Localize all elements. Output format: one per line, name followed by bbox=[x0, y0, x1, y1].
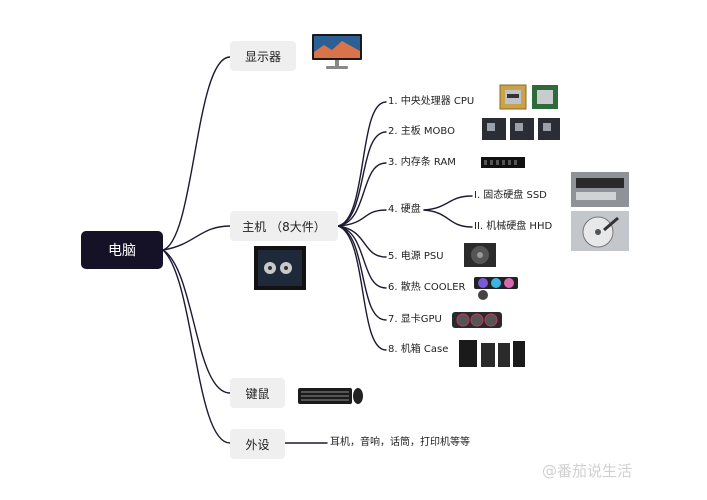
cooler-icon bbox=[474, 277, 518, 300]
cases-icon bbox=[459, 340, 525, 367]
component-gpu: 7. 显卡GPU bbox=[388, 314, 442, 325]
disk-hdd: II. 机械硬盘 HHD bbox=[474, 221, 553, 232]
branch-monitor: 显示器 bbox=[230, 41, 296, 71]
disk-ssd: I. 固态硬盘 SSD bbox=[474, 190, 547, 201]
monitor-icon bbox=[312, 34, 362, 69]
watermark: @番茄说生活 bbox=[542, 462, 633, 480]
component-psu: 5. 电源 PSU bbox=[388, 251, 444, 262]
cpu-icon bbox=[499, 84, 558, 110]
psu-icon bbox=[464, 243, 496, 267]
branch-peripherals: 外设 bbox=[230, 429, 285, 459]
pc-case-icon bbox=[254, 246, 306, 290]
component-disk: 4. 硬盘 bbox=[388, 204, 421, 215]
hdd-icon bbox=[571, 211, 629, 251]
ram-icon bbox=[481, 157, 525, 168]
component-cooler: 6. 散热 COOLER bbox=[388, 282, 466, 293]
branch-host: 主机 （8大件） bbox=[230, 211, 338, 241]
branch-keyboard-mouse: 键鼠 bbox=[230, 378, 285, 408]
ssd-icon bbox=[571, 172, 629, 207]
peripherals-detail: 耳机，音响，话筒，打印机等等 bbox=[330, 437, 470, 448]
motherboard-icon bbox=[482, 118, 560, 140]
keyboard-mouse-icon bbox=[298, 388, 363, 404]
component-mobo: 2. 主板 MOBO bbox=[388, 126, 455, 137]
gpu-icon bbox=[452, 312, 502, 328]
component-case: 8. 机箱 Case bbox=[388, 344, 449, 355]
component-ram: 3. 内存条 RAM bbox=[388, 157, 456, 168]
root-node-computer: 电脑 bbox=[81, 231, 163, 269]
component-cpu: 1. 中央处理器 CPU bbox=[388, 96, 475, 107]
